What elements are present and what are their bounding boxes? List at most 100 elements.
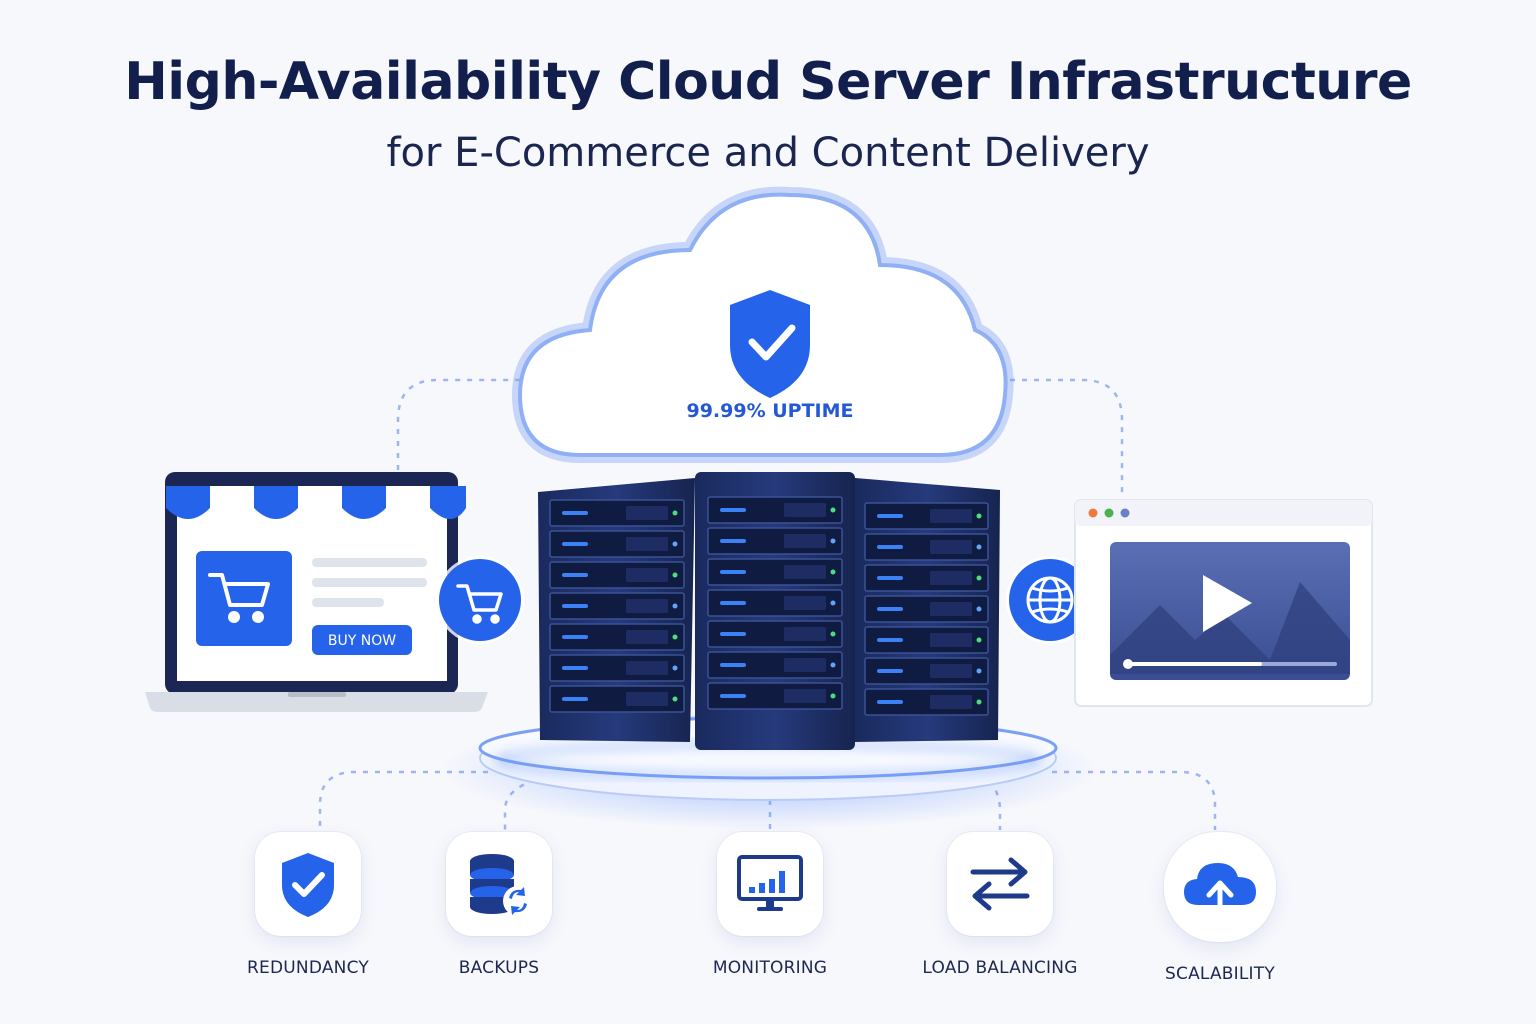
- status-led: [830, 507, 836, 513]
- slot-grill: [784, 689, 826, 703]
- slot-indicator: [720, 663, 746, 667]
- status-led: [976, 637, 982, 643]
- window-maximize-dot[interactable]: [1104, 508, 1114, 518]
- slot-grill: [784, 627, 826, 641]
- status-led: [976, 668, 982, 674]
- status-led: [830, 693, 836, 699]
- buy-now-button[interactable]: [312, 625, 412, 655]
- slot-indicator: [877, 638, 903, 642]
- top-connectors: [396, 378, 1124, 500]
- slot-grill: [930, 540, 972, 554]
- status-led: [976, 544, 982, 550]
- status-led: [830, 631, 836, 637]
- slot-grill: [626, 661, 668, 675]
- slot-indicator: [562, 573, 588, 577]
- page-title: High-Availability Cloud Server Infrastru…: [124, 52, 1412, 112]
- slot-indicator: [720, 632, 746, 636]
- slot-indicator: [562, 666, 588, 670]
- monitor-chart-icon: [737, 855, 803, 911]
- uptime-badge: 99.99% UPTIME: [686, 400, 853, 422]
- media-window: [1074, 499, 1373, 707]
- slot-grill: [626, 506, 668, 520]
- play-icon[interactable]: [1203, 575, 1252, 632]
- shopping-cart-icon: [456, 584, 503, 624]
- slot-indicator: [720, 570, 746, 574]
- globe-icon: [1026, 576, 1074, 624]
- database-sync-icon: [470, 854, 533, 916]
- slot-grill: [784, 565, 826, 579]
- slot-grill: [930, 695, 972, 709]
- feature-label: BACKUPS: [458, 958, 540, 978]
- feature-tile: [255, 832, 361, 936]
- slot-grill: [930, 602, 972, 616]
- shield-check-icon: [730, 290, 810, 398]
- slot-grill: [784, 658, 826, 672]
- shield-check-icon: [282, 853, 334, 917]
- slot-indicator: [720, 539, 746, 543]
- slot-indicator: [562, 511, 588, 515]
- slot-grill: [930, 633, 972, 647]
- feature-label: SCALABILITY: [1165, 964, 1275, 984]
- globe-connector: [1006, 556, 1094, 644]
- status-led: [830, 600, 836, 606]
- storefront-awning: [166, 486, 466, 519]
- slot-indicator: [877, 700, 903, 704]
- slot-grill: [626, 599, 668, 613]
- swap-arrows-icon: [970, 857, 1030, 911]
- slot-indicator: [562, 635, 588, 639]
- status-led: [830, 662, 836, 668]
- slot-indicator: [877, 576, 903, 580]
- feature-label: LOAD BALANCING: [922, 958, 1078, 978]
- slot-grill: [784, 596, 826, 610]
- status-led: [976, 699, 982, 705]
- uptime-cloud: 99.99% UPTIME: [511, 186, 1014, 463]
- feature-monitoring: MONITORING: [670, 832, 870, 978]
- slot-grill: [930, 509, 972, 523]
- slot-indicator: [877, 514, 903, 518]
- feature-redundancy: REDUNDANCY: [208, 832, 408, 978]
- feature-tile: [1164, 832, 1276, 942]
- slot-indicator: [877, 545, 903, 549]
- page-subtitle: for E-Commerce and Content Delivery: [386, 130, 1150, 176]
- slot-grill: [626, 630, 668, 644]
- status-led: [976, 513, 982, 519]
- cloud-upload-icon: [1184, 863, 1256, 918]
- slot-indicator: [720, 508, 746, 512]
- feature-label: REDUNDANCY: [247, 958, 369, 978]
- status-led: [976, 606, 982, 612]
- feature-backups: BACKUPS: [399, 832, 599, 978]
- slot-grill: [784, 503, 826, 517]
- slot-grill: [930, 571, 972, 585]
- window-close-dot[interactable]: [1088, 508, 1098, 518]
- slot-indicator: [562, 697, 588, 701]
- window-minimize-dot[interactable]: [1120, 508, 1130, 518]
- status-led: [830, 538, 836, 544]
- status-led: [672, 634, 678, 640]
- status-led: [672, 696, 678, 702]
- slot-grill: [626, 537, 668, 551]
- status-led: [976, 575, 982, 581]
- video-scrubber[interactable]: [1123, 659, 1133, 669]
- slot-indicator: [720, 694, 746, 698]
- slot-indicator: [562, 542, 588, 546]
- slot-indicator: [720, 601, 746, 605]
- slot-indicator: [877, 669, 903, 673]
- status-led: [672, 603, 678, 609]
- status-led: [672, 665, 678, 671]
- server-slots: [549, 496, 989, 716]
- status-led: [672, 541, 678, 547]
- slot-grill: [930, 664, 972, 678]
- feature-scalability: SCALABILITY: [1120, 832, 1320, 984]
- feature-tile: [717, 832, 823, 936]
- slot-indicator: [562, 604, 588, 608]
- storefront-laptop: BUY NOW: [145, 472, 488, 712]
- feature-tile: [947, 832, 1053, 936]
- feature-load-balancing: LOAD BALANCING: [900, 832, 1100, 978]
- slot-grill: [626, 568, 668, 582]
- status-led: [672, 572, 678, 578]
- feature-label: MONITORING: [712, 958, 828, 978]
- slot-grill: [784, 534, 826, 548]
- feature-tile: [446, 832, 552, 936]
